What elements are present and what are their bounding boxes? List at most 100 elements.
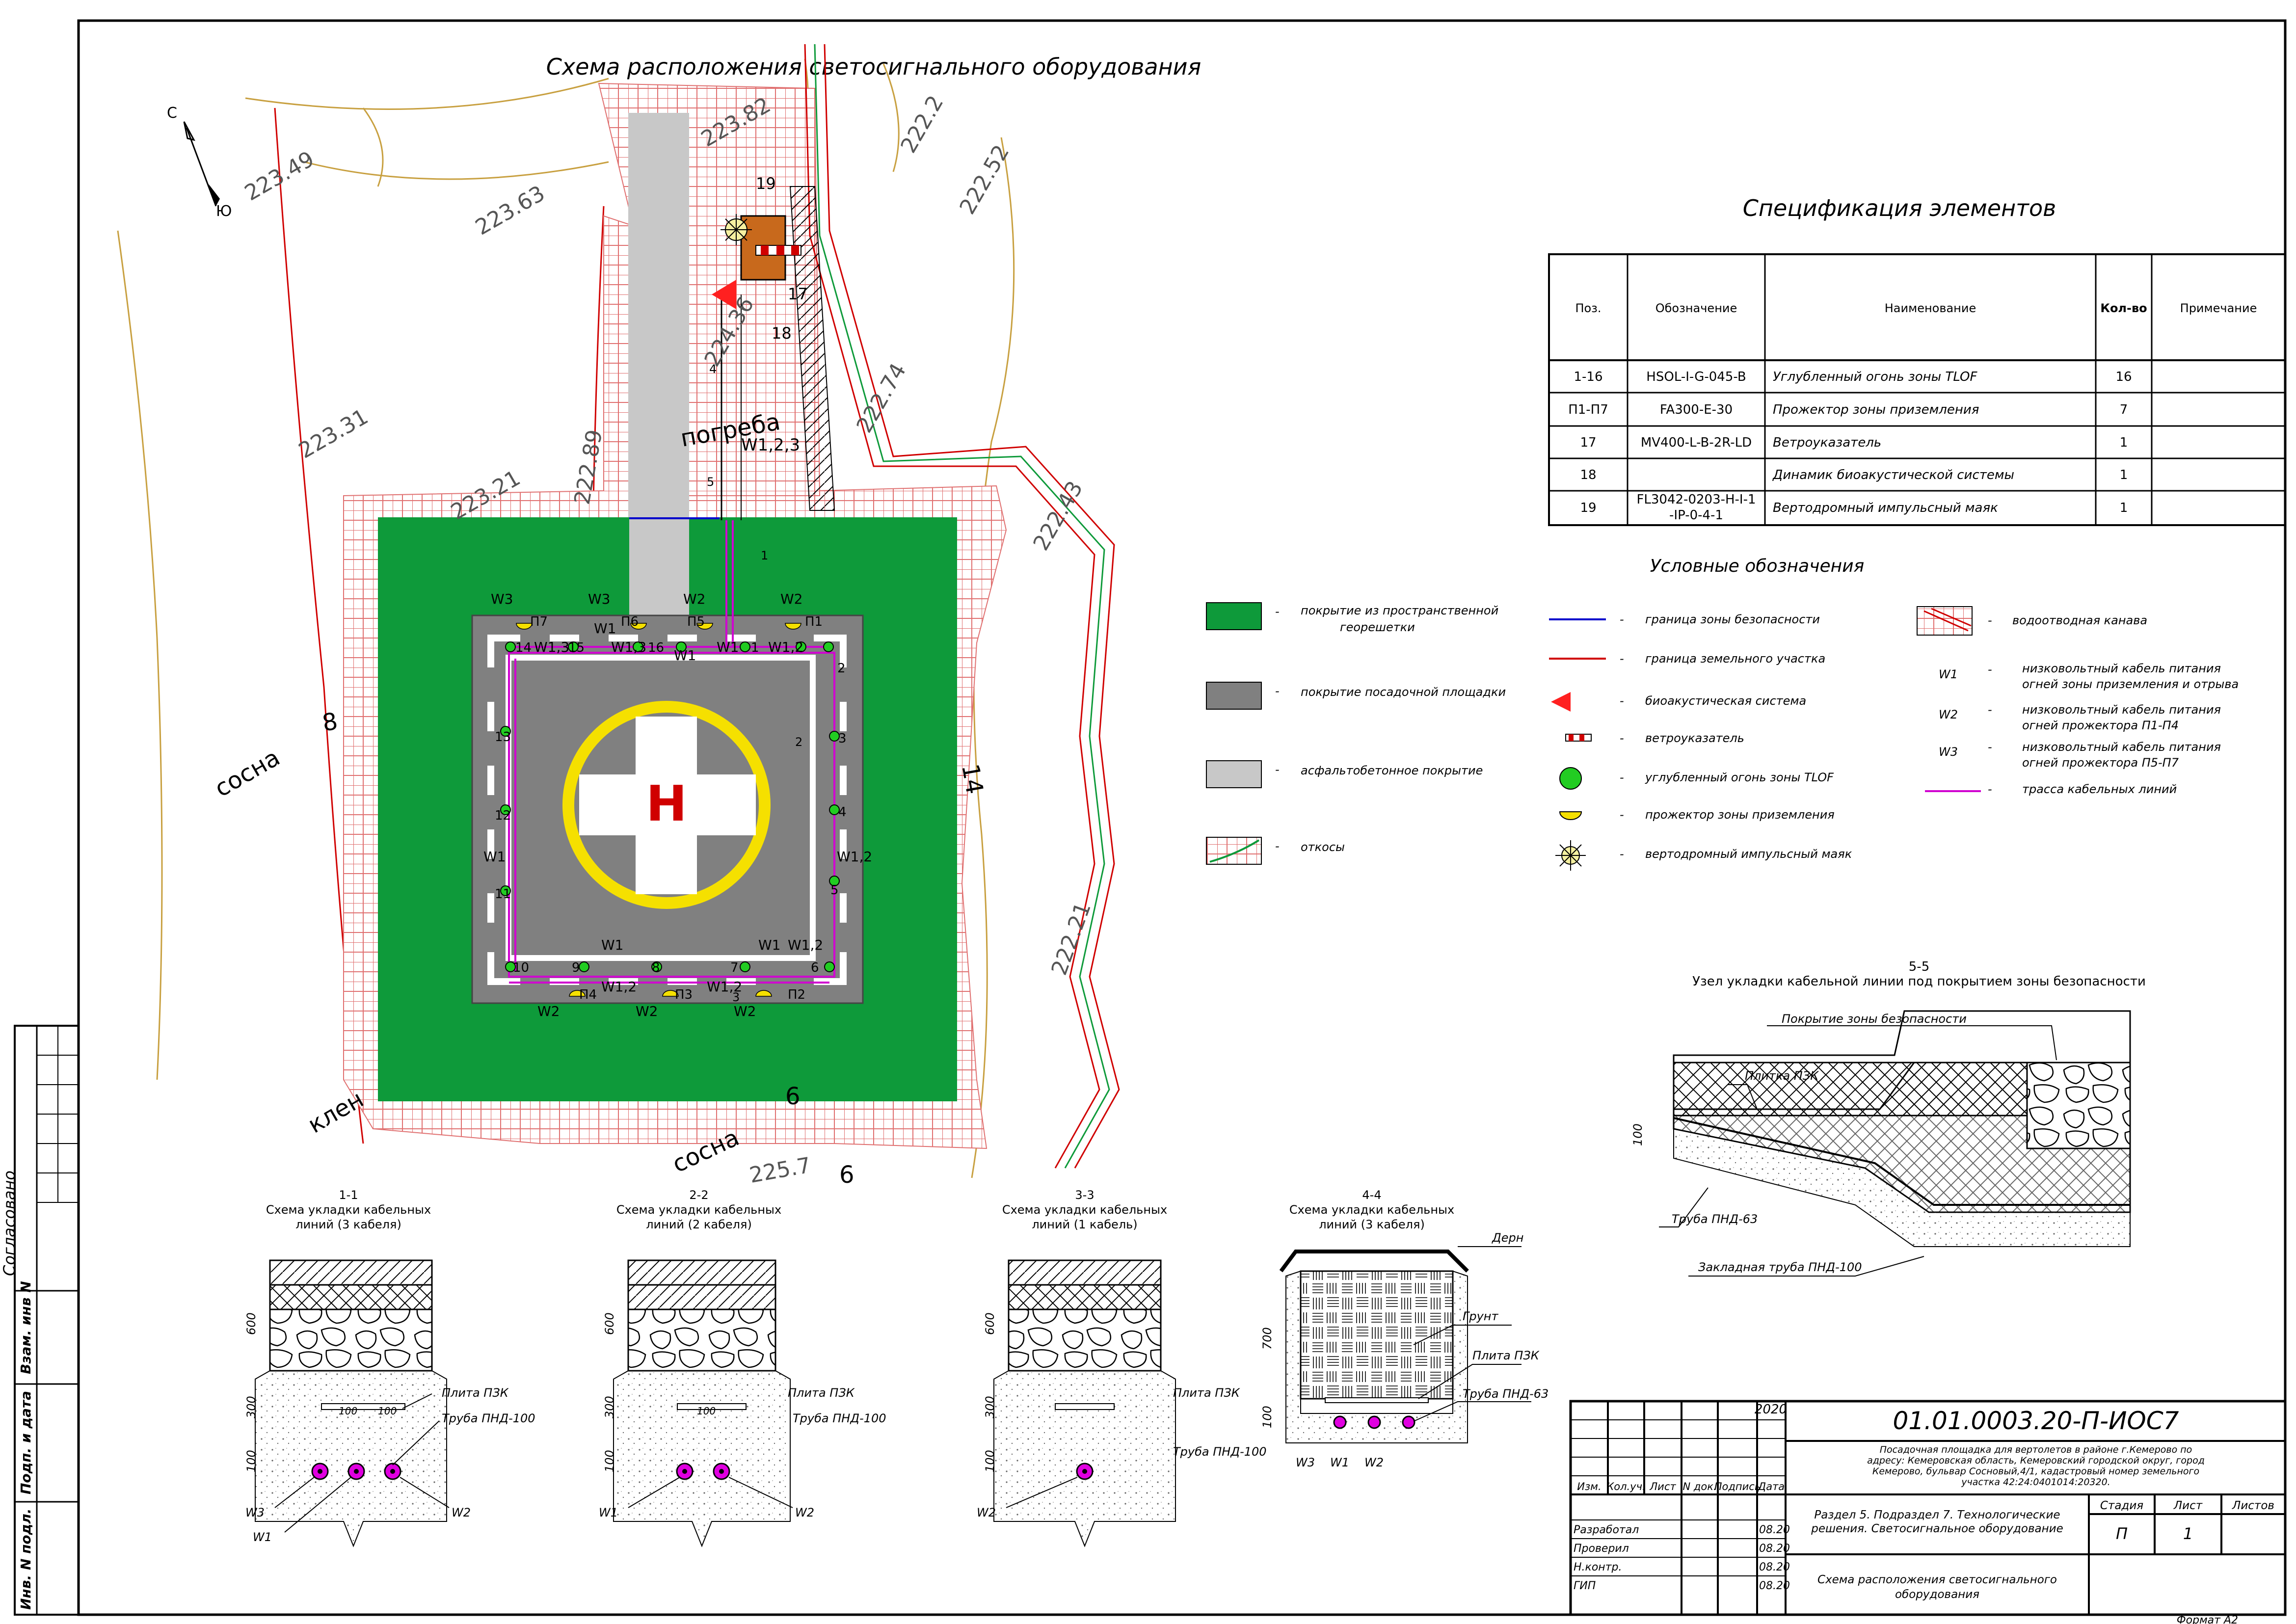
- svg-text:Дата: Дата: [1758, 1481, 1785, 1492]
- svg-text:Раздел 5. Подраздел 7. Техноло: Раздел 5. Подраздел 7. Технологические: [1814, 1509, 2060, 1521]
- label-19: 19: [756, 174, 776, 193]
- asphalt-road: [628, 113, 689, 520]
- svg-text:-: -: [1620, 652, 1624, 666]
- svg-text:600: 600: [244, 1312, 258, 1335]
- svg-text:П2: П2: [788, 987, 805, 1002]
- svg-text:100: 100: [339, 1405, 357, 1417]
- svg-text:W2: W2: [1364, 1456, 1384, 1469]
- svg-text:100: 100: [378, 1405, 397, 1417]
- svg-text:Взам. инв N: Взам. инв N: [18, 1281, 34, 1374]
- svg-text:08.20: 08.20: [1759, 1524, 1790, 1536]
- svg-text:водоотводная канава: водоотводная канава: [2012, 613, 2147, 627]
- svg-text:биоакустическая система: биоакустическая система: [1645, 694, 1806, 708]
- svg-text:трасса кабельных линий: трасса кабельных линий: [2022, 782, 2177, 796]
- svg-text:Поз.: Поз.: [1575, 301, 1601, 315]
- svg-text:Узел укладки кабельной линии п: Узел укладки кабельной линии под покрыти…: [1692, 974, 2146, 989]
- svg-text:Плита ПЗК: Плита ПЗК: [788, 1386, 855, 1400]
- sheet-border: [77, 19, 2287, 1616]
- svg-text:W1: W1: [594, 620, 616, 637]
- svg-text:7: 7: [730, 960, 739, 975]
- svg-text:откосы: откосы: [1301, 840, 1345, 854]
- svg-text:5-5: 5-5: [1909, 959, 1929, 974]
- svg-text:-: -: [1620, 731, 1624, 745]
- svg-text:Лист: Лист: [1649, 1481, 1676, 1492]
- section-1-1: 1-1 Схема укладки кабельных линий (3 каб…: [244, 1188, 535, 1547]
- svg-text:П7: П7: [530, 614, 548, 629]
- light-numbers: 1 2 3 4 5 6 7 8 9 10 11 12 13 14 15 16: [495, 640, 847, 975]
- svg-text:300: 300: [983, 1396, 997, 1418]
- svg-text:2-2: 2-2: [689, 1188, 708, 1202]
- svg-text:-IP-0-4-1: -IP-0-4-1: [1669, 508, 1723, 523]
- svg-text:W1: W1: [253, 1530, 272, 1544]
- svg-text:Подп. и дата: Подп. и дата: [18, 1391, 34, 1494]
- svg-text:адресу: Кемеровская область, К: адресу: Кемеровская область, Кемеровский…: [1867, 1455, 2205, 1466]
- svg-text:W1,3: W1,3: [611, 639, 646, 655]
- svg-text:13: 13: [495, 730, 511, 745]
- svg-text:W1: W1: [674, 647, 696, 664]
- svg-text:W1,3: W1,3: [534, 639, 569, 655]
- svg-text:линий (1 кабель): линий (1 кабель): [1032, 1218, 1137, 1231]
- svg-text:огней прожектора П5-П7: огней прожектора П5-П7: [2022, 756, 2179, 770]
- svg-text:П6: П6: [621, 614, 639, 629]
- svg-text:W3: W3: [1296, 1456, 1315, 1469]
- svg-text:Углубленный огонь зоны TLOF: Углубленный огонь зоны TLOF: [1773, 370, 1977, 384]
- svg-text:граница зоны безопасности: граница зоны безопасности: [1645, 612, 1820, 626]
- svg-text:П1: П1: [805, 614, 823, 629]
- projectors: [516, 623, 801, 997]
- legend-title: Условные обозначения: [1650, 556, 1865, 576]
- svg-text:300: 300: [603, 1396, 616, 1418]
- spec-title: Спецификация элементов: [1743, 195, 2056, 221]
- svg-text:Проверил: Проверил: [1574, 1543, 1629, 1555]
- svg-text:10: 10: [513, 960, 529, 975]
- svg-text:оборудования: оборудования: [1895, 1588, 1979, 1601]
- svg-text:георешетки: георешетки: [1340, 620, 1415, 634]
- svg-text:-: -: [1275, 684, 1280, 698]
- svg-text:1-16: 1-16: [1574, 370, 1602, 384]
- svg-text:линий (3 кабеля): линий (3 кабеля): [295, 1218, 401, 1231]
- sheet-title: Схема расположения светосигнального обор…: [546, 53, 1201, 80]
- svg-text:Ветроуказатель: Ветроуказатель: [1773, 435, 1881, 450]
- svg-text:8: 8: [652, 960, 660, 975]
- cable-route: [508, 520, 835, 984]
- svg-text:ветроуказатель: ветроуказатель: [1645, 731, 1744, 745]
- svg-text:-: -: [1988, 613, 1992, 627]
- svg-text:Плита ПЗК: Плита ПЗК: [1472, 1349, 1540, 1362]
- svg-text:Схема укладки кабельных: Схема укладки кабельных: [266, 1203, 431, 1217]
- svg-text:4: 4: [838, 805, 847, 820]
- section-marks: 1 2 3 4 5: [707, 362, 802, 1004]
- svg-text:18: 18: [1580, 468, 1596, 482]
- svg-text:4: 4: [709, 362, 717, 376]
- svg-text:08.20: 08.20: [1759, 1580, 1790, 1592]
- h-cross: [579, 717, 756, 894]
- svg-text:-: -: [1620, 694, 1624, 708]
- svg-text:N док.: N док.: [1682, 1481, 1716, 1492]
- svg-text:3: 3: [732, 990, 740, 1004]
- svg-text:08.20: 08.20: [1759, 1543, 1790, 1555]
- drawing-code: 01.01.0003.20-П-ИОС7: [1893, 1407, 2179, 1435]
- svg-text:W1: W1: [601, 937, 624, 953]
- svg-text:решения. Светосигнальное обору: решения. Светосигнальное оборудование: [1811, 1522, 2063, 1535]
- svg-text:ГИП: ГИП: [1574, 1580, 1596, 1592]
- svg-text:FA300-E-30: FA300-E-30: [1660, 402, 1733, 417]
- svg-text:П3: П3: [675, 987, 693, 1002]
- svg-text:08.20: 08.20: [1759, 1561, 1790, 1573]
- svg-text:2020: 2020: [1755, 1402, 1787, 1417]
- svg-text:16: 16: [648, 640, 664, 655]
- title-block: 2020 01.01.0003.20-П-ИОС7 Посадочная пло…: [1569, 1400, 2287, 1624]
- svg-text:9: 9: [572, 960, 580, 975]
- svg-text:1: 1: [751, 640, 759, 655]
- svg-text:14: 14: [515, 640, 532, 655]
- section-5-5: 5-5 Узел укладки кабельной линии под пок…: [1631, 959, 2146, 1277]
- svg-text:Труба ПНД-100: Труба ПНД-100: [442, 1411, 535, 1425]
- svg-text:Наименование: Наименование: [1885, 301, 1976, 315]
- svg-text:П: П: [2116, 1524, 2128, 1543]
- tlof-lights: [500, 641, 840, 972]
- svg-text:Кемерово, бульвар Сосновый,4/1: Кемерово, бульвар Сосновый,4/1, кадастро…: [1872, 1466, 2199, 1477]
- svg-text:Разработал: Разработал: [1574, 1524, 1639, 1536]
- svg-text:W1,2: W1,2: [788, 937, 823, 953]
- svg-text:W1,2: W1,2: [768, 639, 803, 655]
- svg-text:-: -: [1620, 612, 1624, 626]
- side-stamp: Согласовано Взам. инв N Подп. и дата Инв…: [0, 1025, 80, 1616]
- legend: Условные обозначения ---- покрытие из пр…: [1206, 556, 2239, 871]
- svg-text:-: -: [1275, 605, 1280, 618]
